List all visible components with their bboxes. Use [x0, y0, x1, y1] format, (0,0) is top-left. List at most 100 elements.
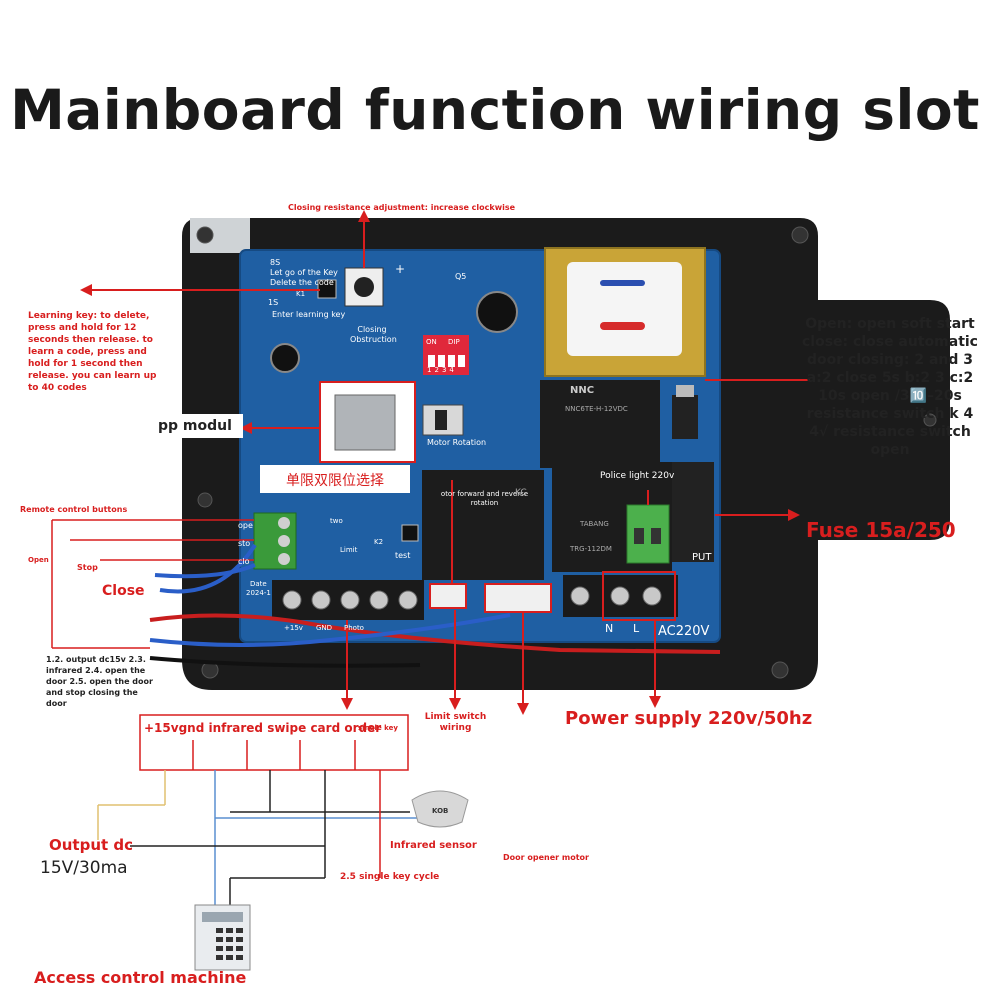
board-label-8s: 8S: [270, 258, 281, 267]
motor-direction-label: otor forward and reverse rotation: [440, 490, 529, 507]
board-label-motor-rotation: Motor Rotation: [427, 438, 487, 447]
board-label-test: test: [395, 551, 411, 560]
switch-slider: [435, 410, 447, 430]
open-label: Open: [28, 556, 49, 564]
terminal-screw: [398, 590, 418, 610]
board-label-delete-code: Delete the code: [270, 278, 334, 287]
transformer-blue-mark: [600, 280, 645, 286]
terminal-screw: [278, 517, 290, 529]
single-key-cycle-label: 2.5 single key cycle: [340, 872, 440, 882]
relay-brand: NNC: [570, 385, 595, 396]
board-label-date: Date: [250, 580, 267, 588]
board-label-k1: K1: [296, 290, 306, 298]
terminal-screw: [340, 590, 360, 610]
test-button: [401, 524, 419, 542]
board-label-q5: Q5: [455, 272, 467, 281]
bottom-term-gnd: GND: [316, 624, 333, 632]
terminal-screw: [642, 586, 662, 606]
regulator-tab: [676, 385, 694, 397]
police-light-terminal: [626, 504, 670, 564]
stop-label: Stop: [77, 563, 98, 572]
output-dc-value: 15V/30ma: [40, 858, 128, 878]
limit-select-label-bg: [260, 465, 410, 493]
capacitor-large: [476, 291, 518, 333]
limit-switch-label: Limit switch wiring: [424, 712, 487, 733]
dip-switch-lever: [438, 355, 445, 367]
board-label-plus: +: [395, 262, 406, 276]
board-label-enter-learning: Enter learning key: [272, 310, 346, 319]
kob-label: KOB: [432, 807, 449, 815]
door-motor-label: Door opener motor: [503, 853, 589, 862]
board-label-l: L: [633, 622, 640, 635]
board-label-ac220v: AC220V: [658, 624, 710, 639]
terminal-bracket: [139, 714, 409, 771]
arrow-head: [341, 698, 353, 710]
fuse-holder: [672, 462, 714, 562]
board-label-two: two: [330, 517, 343, 525]
board-label-dip: DIP: [448, 338, 460, 346]
board-label-k2: K2: [374, 538, 384, 546]
screw-hole: [771, 661, 789, 679]
limit-switch-connector: [429, 583, 467, 609]
arrow-head: [788, 509, 800, 521]
board-label-date-value: 2024-1: [246, 589, 271, 597]
dip-switch-lever: [458, 355, 465, 367]
board-label-limit: Limit: [340, 546, 358, 554]
red-wire: [149, 613, 721, 654]
app-module-label: pp modul: [158, 414, 243, 438]
dip-switch-lever: [448, 355, 455, 367]
arrow-head: [449, 698, 461, 710]
motor-connector: [484, 583, 552, 613]
terminal-slot: [651, 528, 661, 544]
capacitor-small: [270, 343, 300, 373]
output-dc-label: Output dc: [49, 836, 134, 854]
kc-label: KC: [515, 488, 527, 498]
board-label-put: PUT: [692, 552, 712, 563]
closing-resistance-potentiometer: [344, 267, 384, 307]
terminal-screw: [278, 535, 290, 547]
arrow-head: [517, 703, 529, 715]
learning-key-label: Learning key: to delete, press and hold …: [28, 311, 157, 393]
arrow-head: [649, 696, 661, 708]
board-label-on: ON: [426, 338, 437, 346]
terminal-screw: [282, 590, 302, 610]
closing-resistance-label: Closing resistance adjustment: increase …: [288, 203, 516, 212]
output-notes: 1.2. output dc15v 2.3. infrared 2.4. ope…: [46, 655, 153, 708]
transformer-cover: [567, 262, 682, 356]
keypad-keys: [216, 928, 243, 960]
dip-switch-lever: [428, 355, 435, 367]
fuse-label: Fuse 15a/250: [806, 518, 956, 542]
terminal-screw: [570, 586, 590, 606]
screw-hole: [923, 413, 937, 427]
terminal-slot: [634, 528, 644, 544]
close-label: Close: [100, 583, 147, 599]
board-label-closing-obstruction: Closing Obstruction: [350, 325, 397, 344]
limit-select-label: 单限双限位选择: [286, 473, 384, 489]
terminal-screw: [311, 590, 331, 610]
screw-hole: [196, 226, 214, 244]
keypad-display: [202, 912, 243, 922]
single-key-label: single key: [358, 724, 398, 732]
terminal-screw: [369, 590, 389, 610]
blue-wire: [154, 563, 256, 579]
power-supply-label: Power supply 220v/50hz: [565, 708, 813, 729]
terminal-screw: [278, 553, 290, 565]
relay-main: [540, 380, 660, 468]
police-light-label: Police light 220v: [600, 471, 675, 481]
potentiometer-knob: [354, 277, 374, 297]
bottom-term-15v: +15v: [284, 624, 303, 632]
blue-wire: [159, 543, 257, 594]
board-label-1s: 1S: [268, 298, 279, 307]
board-label-let-go: Let go of the Key: [270, 268, 338, 277]
infrared-sensor-label: Infrared sensor: [390, 840, 477, 851]
terminal-screw: [610, 586, 630, 606]
terminal-row-label: +15vgnd infrared swipe card order: [144, 721, 382, 735]
relay-motor: [422, 470, 544, 580]
board-label-n: N: [605, 622, 614, 635]
screw-hole: [197, 492, 213, 508]
remote-buttons-label: Remote control buttons: [20, 505, 128, 514]
infrared-sensor-icon: [411, 790, 469, 828]
arrow-head: [80, 284, 92, 296]
